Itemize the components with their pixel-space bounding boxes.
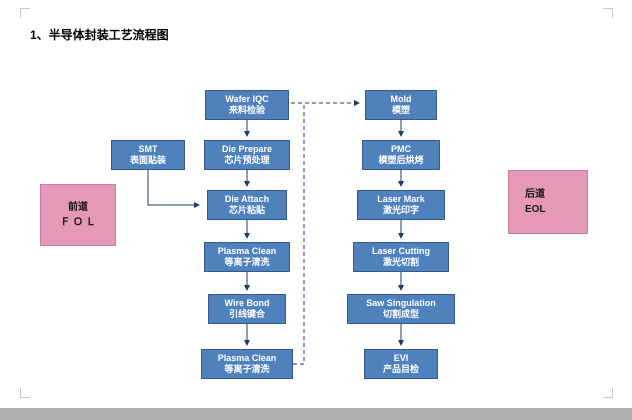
box-label-en: PMC <box>391 144 411 154</box>
crop-mark-top-right <box>603 8 613 18</box>
box-label-en: SMT <box>138 144 158 154</box>
stage-label-en: EOL <box>525 204 546 215</box>
flow-box-plasma-clean-1: Plasma Clean 等离子清洗 <box>204 242 290 272</box>
stage-label-zh: 前道 <box>68 202 88 213</box>
box-label-zh: 引线键合 <box>228 309 265 319</box>
box-label-en: Laser Cutting <box>371 246 430 256</box>
box-label-en: EVI <box>393 353 409 363</box>
box-label-zh: 来料检验 <box>228 105 265 115</box>
flow-box-pmc: PMC 模塑后烘烤 <box>362 140 440 170</box>
box-label-zh: 模塑 <box>391 105 410 115</box>
crop-mark-bottom-right <box>603 388 613 398</box>
page-title: 1、半导体封装工艺流程图 <box>30 28 169 42</box>
flow-box-wire-bond: Wire Bond 引线键合 <box>208 294 286 324</box>
flow-box-laser-mark: Laser Mark 激光印字 <box>357 190 445 220</box>
box-label-zh: 产品目检 <box>382 364 419 374</box>
flow-box-evi: EVI 产品目检 <box>364 349 438 379</box>
flow-box-plasma-clean-2: Plasma Clean 等离子清洗 <box>201 349 293 379</box>
solid-arrows <box>147 120 404 346</box>
box-label-en: Plasma Clean <box>217 246 277 256</box>
flow-box-smt: SMT 表面贴装 <box>111 140 185 170</box>
flow-box-die-prepare: Die Prepare 芯片预处理 <box>204 140 290 170</box>
flow-box-wafer-iqc: Wafer IQC 来料检验 <box>205 90 289 120</box>
box-label-zh: 表面贴装 <box>129 155 166 165</box>
box-label-en: Die Attach <box>224 194 270 204</box>
flow-box-mold: Mold 模塑 <box>365 90 437 120</box>
page-edge <box>0 408 632 420</box>
smt-to-die-attach-arrow <box>147 170 200 208</box>
crop-mark-top-left <box>20 8 30 18</box>
box-label-zh: 切割成型 <box>382 309 419 319</box>
dashed-transfer-line <box>291 100 360 365</box>
stage-box-eol: 后道 EOL <box>508 170 588 234</box>
flow-box-laser-cutting: Laser Cutting 激光切割 <box>353 242 449 272</box>
crop-mark-bottom-left <box>20 388 30 398</box>
stage-label-en: Ｆ Ｏ Ｌ <box>60 217 96 228</box>
flow-box-saw-singulation: Saw Singulation 切割成型 <box>347 294 455 324</box>
stage-label-zh: 后道 <box>525 189 545 200</box>
box-label-en: Die Prepare <box>221 144 273 154</box>
stage-box-fol: 前道 Ｆ Ｏ Ｌ <box>40 184 116 246</box>
box-label-zh: 激光印字 <box>382 205 419 215</box>
box-label-zh: 激光切割 <box>382 257 419 267</box>
box-label-en: Wafer IQC <box>225 94 269 104</box>
box-label-zh: 模塑后烘烤 <box>378 155 424 165</box>
box-label-en: Saw Singulation <box>366 298 436 308</box>
flow-box-die-attach: Die Attach 芯片粘贴 <box>207 190 287 220</box>
box-label-en: Plasma Clean <box>217 353 277 363</box>
box-label-zh: 芯片粘贴 <box>228 205 265 215</box>
fol-to-eol-trunk <box>293 103 305 365</box>
box-label-en: Laser Mark <box>377 194 425 204</box>
box-label-zh: 芯片预处理 <box>224 155 270 165</box>
box-label-en: Wire Bond <box>224 298 270 308</box>
box-label-en: Mold <box>390 94 412 104</box>
box-label-zh: 等离子清洗 <box>224 257 270 267</box>
box-label-zh: 等离子清洗 <box>224 364 270 374</box>
